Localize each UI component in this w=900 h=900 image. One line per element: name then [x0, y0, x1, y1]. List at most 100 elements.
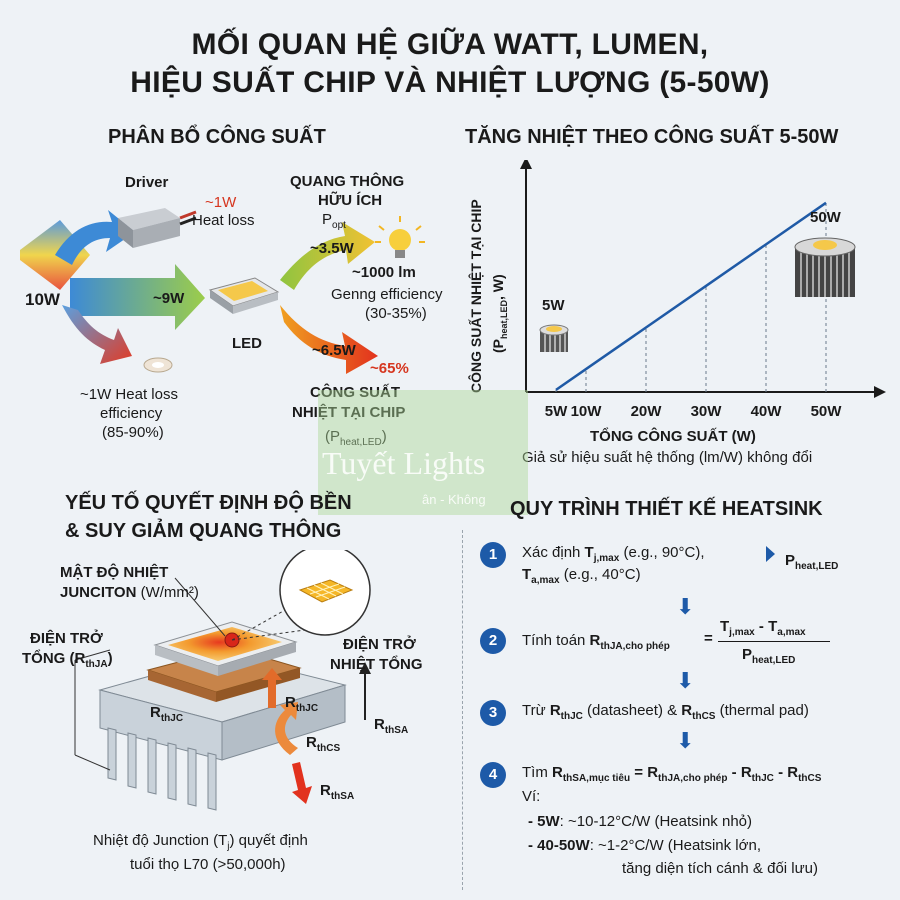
bottom-loss-2: efficiency	[100, 405, 163, 422]
step-1-result: Pheat,LED	[785, 552, 839, 572]
chart-ylabel-text: CÔNG SUẤT NHIỆT TẠI CHIP	[468, 199, 484, 393]
step-3-number: 3	[480, 700, 506, 726]
page-title-line2: HIỆU SUẤT CHIP VÀ NHIỆT LƯỢNG (5-50W)	[130, 66, 770, 99]
efficiency-label: Genng efficiency	[331, 286, 443, 303]
x-tick-30W: 30W	[691, 403, 723, 420]
down-arrow-icon-3: ⬇	[676, 728, 695, 753]
heat-percent-label: ~65%	[370, 360, 409, 377]
step-2-equals: =	[704, 630, 713, 647]
x-axis-arrowhead	[874, 386, 886, 398]
useful-title-2: HỮU ÍCH	[318, 192, 383, 209]
total-res-left-2: TỔNG (RthJA)	[22, 650, 113, 670]
durability-heading-1: YẾU TỐ QUYẾT ĐỊNH ĐỘ BỀN	[65, 492, 352, 514]
total-res-right-1: ĐIỆN TRỞ	[343, 636, 416, 653]
heatsink-heading: QUY TRÌNH THIẾT KẾ HEATSINK	[510, 498, 823, 520]
step-1-number: 1	[480, 542, 506, 568]
rthcs-label: RthCS	[306, 734, 341, 754]
y-axis-arrowhead	[520, 160, 532, 169]
step-1-arrow-icon	[766, 546, 775, 562]
heatsink-50w-icon	[794, 237, 856, 297]
junction-note-1: Nhiệt độ Junction (Tj) quyết định	[93, 832, 308, 852]
driver-icon	[118, 208, 197, 248]
heat-loss-ring-icon	[143, 357, 173, 373]
watermark-tag: ân - Không	[422, 492, 486, 507]
chart-xlabel: TỔNG CÔNG SUẤT (W)	[590, 428, 756, 445]
heat-curve-arrow	[275, 702, 298, 755]
density-label-2: JUNCITON (W/mm²)	[60, 584, 199, 601]
watermark-box	[318, 390, 528, 515]
durability-heading-2: & SUY GIẢM QUANG THÔNG	[65, 520, 342, 542]
hot-junction	[168, 627, 282, 661]
down-arrow-icon-2: ⬇	[676, 668, 695, 693]
label-50w: 50W	[810, 209, 841, 226]
step-1-line2: Ta,max (e.g., 40°C)	[522, 566, 641, 586]
example-5w: - 5W: ~10-12°C/W (Heatsink nhỏ)	[528, 813, 752, 830]
label-5w: 5W	[542, 297, 565, 314]
fraction-bar	[718, 641, 830, 642]
optical-power-label: ~3.5W	[310, 240, 354, 257]
bottom-loss-arrow	[62, 305, 132, 364]
thermal-chart-heading: TĂNG NHIỆT THEO CÔNG SUẤT 5-50W	[465, 126, 839, 148]
example-40-50w-cont: tăng diện tích cánh & đối lưu)	[622, 860, 818, 877]
down-arrow-icon-1: ⬇	[676, 594, 695, 619]
example-label: Ví:	[522, 788, 541, 805]
density-label-1: MẬT ĐỘ NHIỆT	[60, 564, 169, 581]
input-power-label: 10W	[25, 290, 60, 309]
step-2-text: Tính toán RthJA,cho phép	[522, 632, 670, 652]
total-res-right-2: NHIỆT TỔNG	[330, 656, 423, 673]
power-flow-diagram	[20, 208, 425, 374]
x-tick-5W: 5W	[545, 403, 568, 420]
popt-label: Popt	[322, 211, 346, 231]
led-chip-icon	[208, 277, 280, 314]
step-4-number: 4	[480, 762, 506, 788]
series-line	[555, 201, 827, 391]
heat-title-1: CÔNG SUẤT	[310, 384, 400, 401]
heat-power-label: ~6.5W	[312, 342, 356, 359]
section-divider	[462, 530, 463, 890]
watermark-brand: Tuyết Lights	[322, 445, 486, 481]
chart-ylabel-unit: (Pheat,LED, W)	[490, 274, 509, 353]
led-label: LED	[232, 335, 262, 352]
step-3-text: Trừ RthJC (datasheet) & RthCS (thermal p…	[522, 702, 809, 722]
x-tick-20W: 20W	[631, 403, 663, 420]
to-driver-arrow	[55, 210, 135, 265]
zoomed-chip-grid	[298, 579, 354, 603]
thermal-stack-diagram	[74, 550, 371, 811]
junction-note-2: tuổi thọ L70 (>50,000h)	[130, 856, 286, 873]
chart-note: Giả sử hiệu suất hệ thống (lm/W) không đ…	[522, 449, 813, 466]
heat-up-arrow	[262, 668, 282, 708]
led-power-label: ~9W	[153, 290, 185, 307]
useful-title-1: QUANG THÔNG	[290, 173, 405, 190]
heat-down-arrow	[292, 762, 312, 804]
heatsink-5w-icon	[539, 324, 569, 352]
driver-loss-value: ~1W	[205, 194, 237, 211]
total-res-left-1: ĐIỆN TRỞ	[30, 630, 103, 647]
example-40-50w: - 40-50W: ~1-2°C/W (Heatsink lớn,	[528, 837, 761, 854]
rthjc-left-label: RthJC	[150, 704, 184, 724]
x-tick-10W: 10W	[571, 403, 603, 420]
step-2-number: 2	[480, 628, 506, 654]
bottom-loss-1: ~1W Heat loss	[80, 386, 178, 403]
step-1-line1: Xác định Tj,max (e.g., 90°C),	[522, 544, 705, 564]
driver-loss-label: Heat loss	[192, 212, 255, 229]
optical-arrow	[280, 222, 375, 290]
step-4-text: Tìm RthSA,mục tiêu = RthJA,cho phép - Rt…	[522, 764, 822, 784]
rthsa-top-label: RthSA	[374, 716, 409, 736]
pheat-label: (Pheat,LED)	[325, 428, 387, 448]
rthsa-bottom-label: RthSA	[320, 782, 355, 802]
driver-label: Driver	[125, 174, 169, 191]
power-distribution-heading: PHÂN BỔ CÔNG SUẤT	[108, 126, 326, 148]
x-tick-40W: 40W	[751, 403, 783, 420]
step-2-denominator: Pheat,LED	[742, 646, 796, 666]
to-led-arrow	[70, 264, 205, 330]
step-2-numerator: Tj,max - Ta,max	[720, 618, 806, 638]
bottom-loss-3: (85-90%)	[102, 424, 164, 441]
rthjc-right-label: RthJC	[285, 694, 319, 714]
heat-title-2: NHIỆT TẠI CHIP	[292, 404, 406, 421]
bulb-icon	[375, 216, 425, 258]
page-title-line1: MỐI QUAN HỆ GIỮA WATT, LUMEN,	[191, 28, 709, 61]
efficiency-range: (30-35%)	[365, 305, 427, 322]
heat-arrow	[280, 305, 378, 374]
lumen-label: ~1000 lm	[352, 264, 416, 281]
